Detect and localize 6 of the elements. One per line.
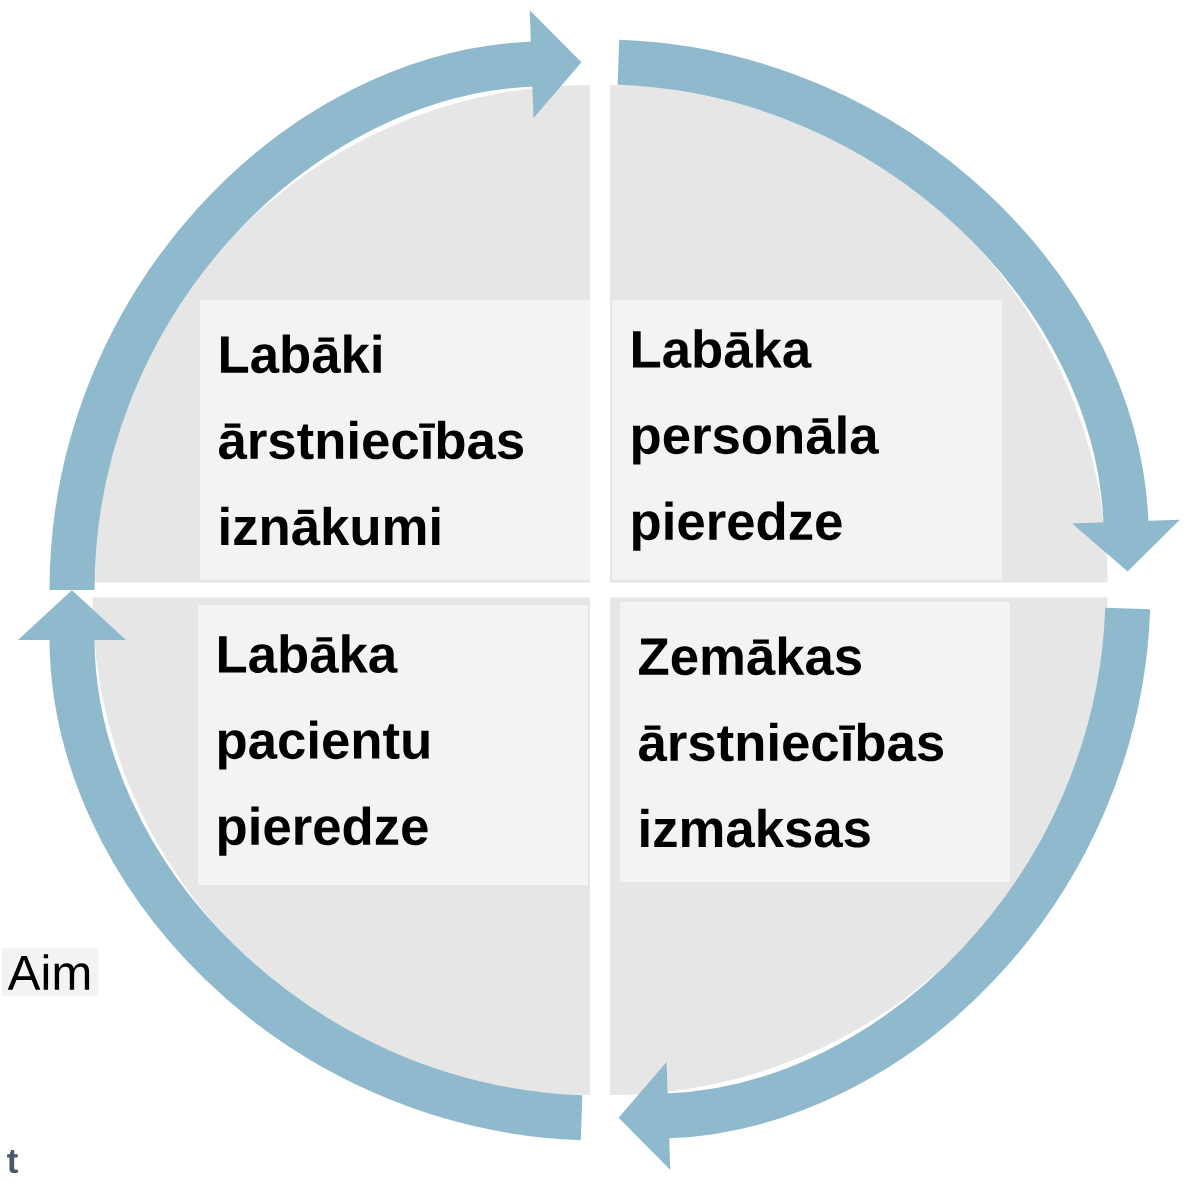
quadrant-box: Labāka pacientu pieredze [198,605,588,885]
quadrant-box: Labāka personāla pieredze [612,300,1002,580]
text-label: Aim [1,948,99,996]
quadrant-box: Zemākas ārstniecības izmaksas [620,602,1010,882]
quadrant-box: Labāki ārstniecības iznākumi [200,300,590,580]
text-label: t [7,1149,18,1174]
